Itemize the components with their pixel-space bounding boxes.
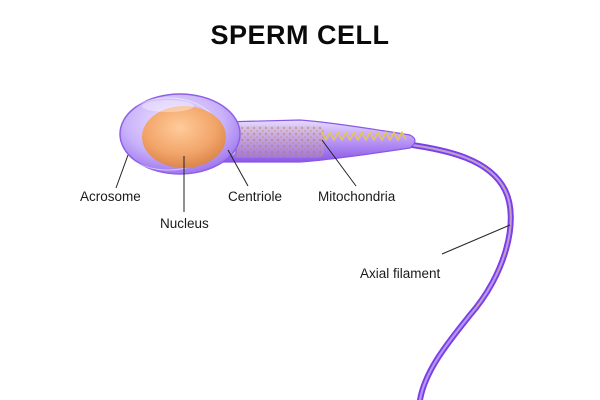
mitochondria-sheath [232, 126, 324, 158]
leader-acrosome [115, 154, 129, 189]
label-mitochondria: Mitochondria [318, 189, 396, 204]
nucleus-shape [142, 106, 226, 168]
page-title: SPERM CELL [210, 20, 390, 50]
label-axial-filament: Axial filament [360, 266, 441, 281]
leader-axial-filament [441, 224, 511, 255]
label-nucleus: Nucleus [160, 216, 209, 231]
axial-filament [404, 143, 512, 316]
leader-centriole [227, 149, 249, 187]
label-acrosome: Acrosome [80, 189, 141, 204]
label-centriole: Centriole [228, 189, 283, 204]
head-highlight [142, 100, 194, 112]
mitochondria-spiral [321, 131, 407, 141]
leader-mitochondria [321, 139, 357, 187]
